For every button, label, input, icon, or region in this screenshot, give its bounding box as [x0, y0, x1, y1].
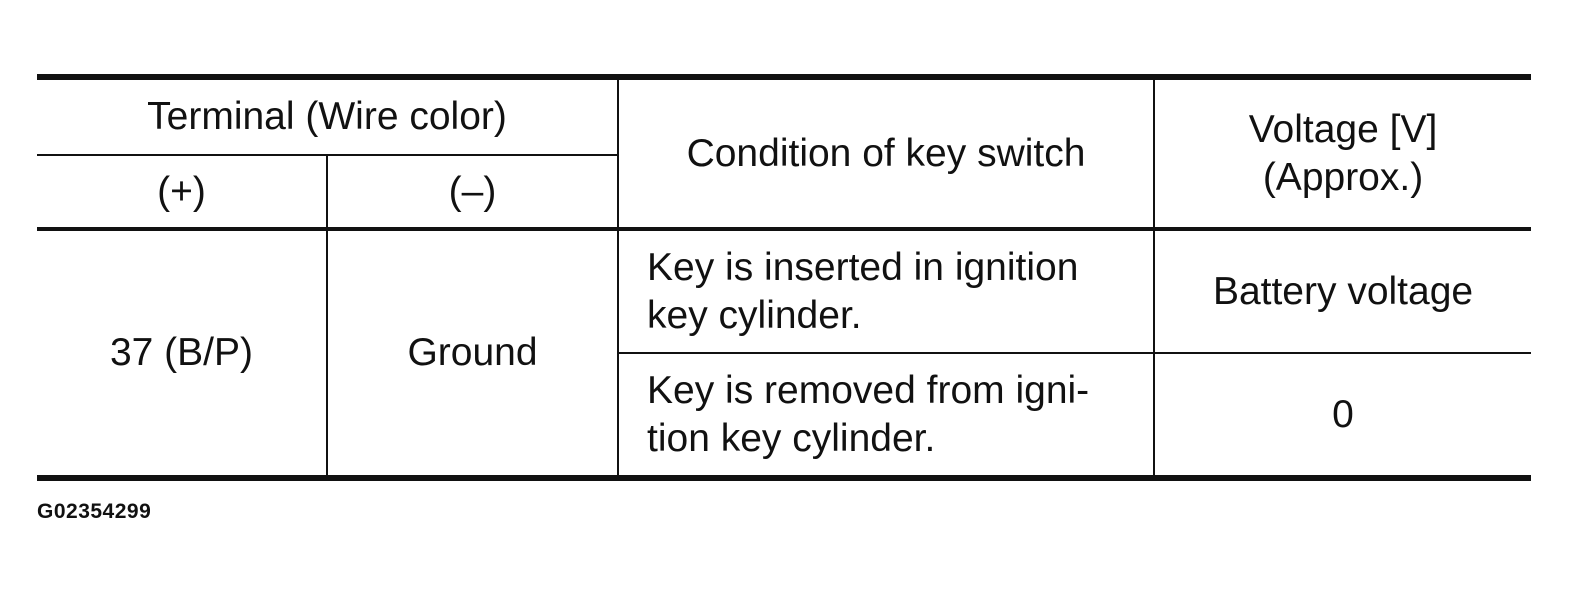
condition-removed-line1: Key is removed from igni-: [647, 368, 1090, 412]
cell-plus-terminal: 37 (B/P): [109, 331, 254, 374]
figure-code: G02354299: [37, 500, 152, 523]
condition-inserted-line1: Key is inserted in ignition: [647, 245, 1079, 289]
header-terminal-wire-color: Terminal (Wire color): [37, 77, 619, 156]
cell-voltage-removed: 0: [1153, 353, 1532, 478]
header-voltage-approx: (Approx.): [1262, 155, 1424, 199]
cell-condition-inserted: Key is inserted in ignition key cylinder…: [617, 229, 1155, 354]
header-condition-of-key-switch: Condition of key switch: [617, 77, 1155, 231]
cell-minus-terminal: Ground: [325, 229, 619, 478]
header-voltage-unit: Voltage [V]: [1248, 107, 1438, 151]
cell-condition-removed: Key is removed from igni- tion key cylin…: [617, 353, 1155, 478]
header-plus-terminal: (+): [37, 155, 327, 231]
cell-voltage-inserted: Battery voltage: [1153, 229, 1532, 354]
condition-inserted-line2: key cylinder.: [647, 293, 862, 337]
condition-removed-line2: tion key cylinder.: [647, 416, 936, 460]
header-voltage: Voltage [V] (Approx.): [1153, 77, 1532, 231]
header-minus-terminal: (–): [325, 155, 619, 231]
terminal-voltage-table: Terminal (Wire color) Condition of key s…: [37, 74, 1532, 481]
